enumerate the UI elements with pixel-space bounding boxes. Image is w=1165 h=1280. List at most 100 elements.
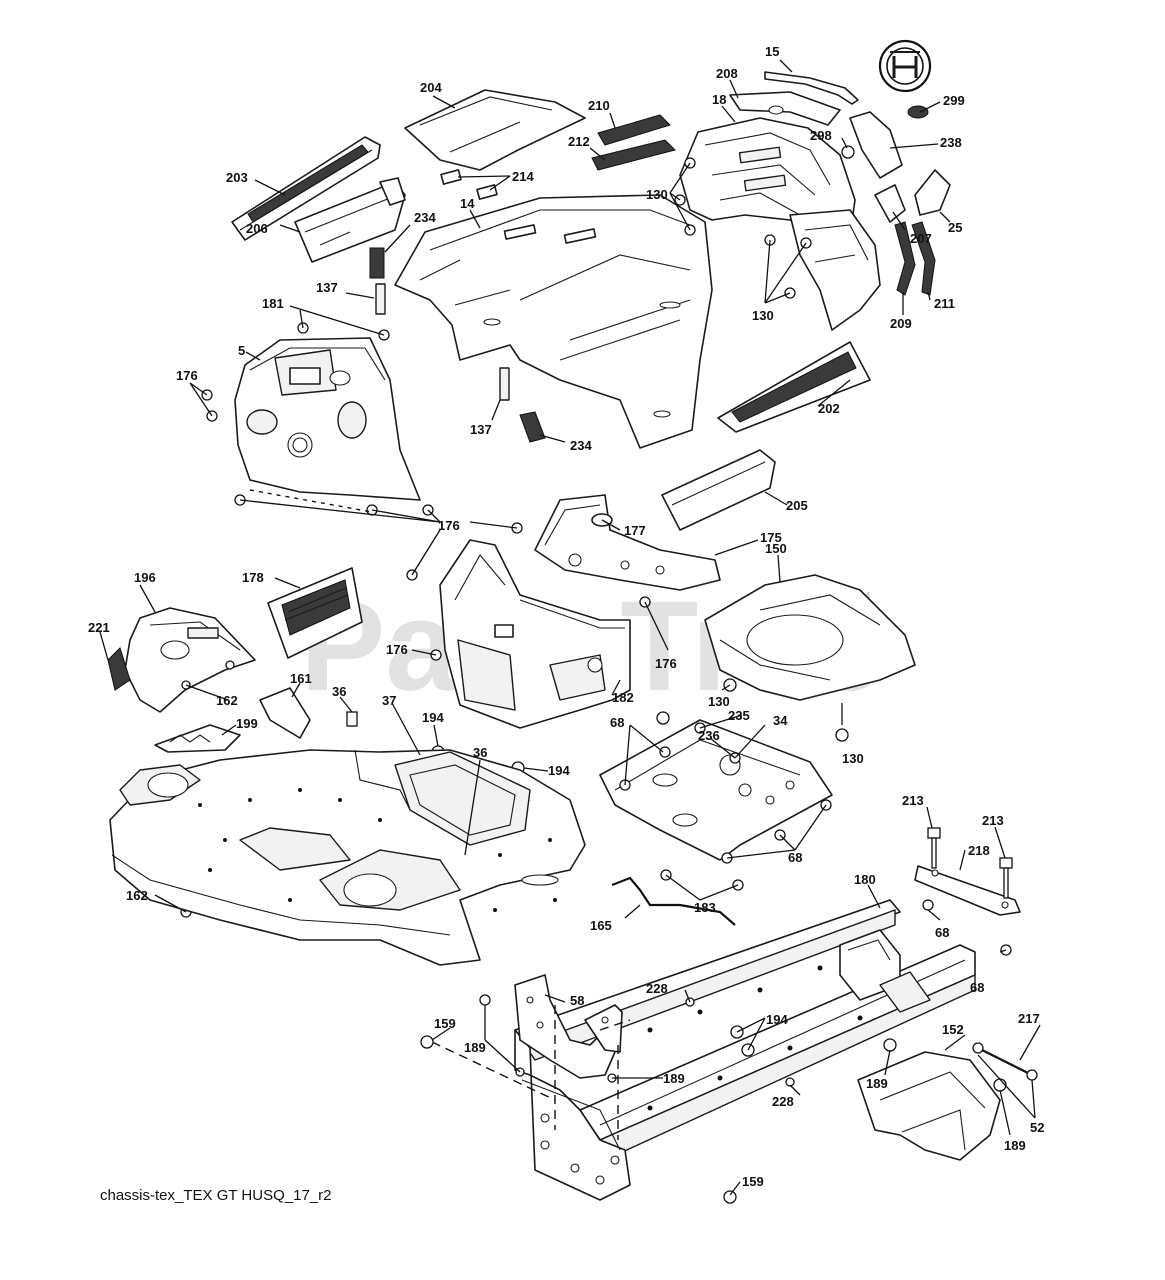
callout-238: 238 bbox=[940, 135, 962, 150]
callout-196: 196 bbox=[134, 570, 156, 585]
callout-176-d: 176 bbox=[655, 656, 677, 671]
part-212-grille bbox=[591, 139, 676, 171]
callout-176-c: 176 bbox=[386, 642, 408, 657]
diagram-caption: chassis-tex_TEX GT HUSQ_17_r2 bbox=[100, 1187, 331, 1204]
part-221-decal bbox=[107, 647, 131, 691]
part-150-cover bbox=[704, 574, 916, 701]
part-5-dash bbox=[234, 337, 421, 501]
part-218-bracket bbox=[914, 865, 1021, 916]
callout-14: 14 bbox=[460, 196, 475, 211]
callout-36-b: 36 bbox=[473, 745, 487, 760]
callout-150: 150 bbox=[765, 541, 787, 556]
callout-209: 209 bbox=[890, 316, 912, 331]
callout-175: 175 bbox=[760, 530, 782, 545]
callout-189-d: 189 bbox=[1004, 1138, 1026, 1153]
part-182-console bbox=[439, 539, 631, 729]
part-204-top-cover bbox=[404, 89, 586, 171]
part-205-panel bbox=[661, 449, 776, 531]
callout-221: 221 bbox=[88, 620, 110, 635]
callout-159-b: 159 bbox=[742, 1174, 764, 1189]
callout-36-a: 36 bbox=[332, 684, 346, 699]
part-137-strip-b bbox=[499, 367, 510, 401]
callout-181: 181 bbox=[262, 296, 284, 311]
callout-180: 180 bbox=[854, 872, 876, 887]
part-196-cover bbox=[124, 607, 256, 713]
callout-labels: 15 204 208 299 18 210 298 238 212 203 21… bbox=[88, 44, 1044, 1189]
callout-165: 165 bbox=[590, 918, 612, 933]
callout-130-d: 130 bbox=[842, 751, 864, 766]
part-165-rod bbox=[611, 876, 736, 926]
callout-58: 58 bbox=[570, 993, 584, 1008]
callout-298: 298 bbox=[810, 128, 832, 143]
callout-189-a: 189 bbox=[464, 1040, 486, 1055]
part-234-decal-a bbox=[369, 247, 385, 279]
part-15-trim bbox=[764, 71, 859, 105]
callout-68-c: 68 bbox=[788, 850, 802, 865]
callout-208: 208 bbox=[716, 66, 738, 81]
callout-205: 205 bbox=[786, 498, 808, 513]
callout-178: 178 bbox=[242, 570, 264, 585]
callout-176-a: 176 bbox=[176, 368, 198, 383]
callout-5: 5 bbox=[238, 343, 245, 358]
part-175-bracket bbox=[534, 494, 721, 591]
part-37-fender-deck bbox=[109, 749, 586, 966]
callout-214: 214 bbox=[512, 169, 534, 184]
part-206-bracket bbox=[294, 177, 406, 263]
callout-68-b: 68 bbox=[935, 925, 949, 940]
part-14-hood bbox=[394, 194, 713, 449]
callout-189-c: 189 bbox=[866, 1076, 888, 1091]
part-161-bracket bbox=[259, 687, 311, 739]
grommets-181 bbox=[297, 322, 390, 341]
part-208-panel bbox=[729, 91, 841, 126]
callout-162-a: 162 bbox=[216, 693, 238, 708]
callout-130-c: 130 bbox=[708, 694, 730, 709]
callout-199: 199 bbox=[236, 716, 258, 731]
callout-228-b: 228 bbox=[772, 1094, 794, 1109]
part-217-rod bbox=[972, 1042, 1038, 1081]
part-202-front-grille bbox=[717, 341, 871, 433]
callout-159-a: 159 bbox=[434, 1016, 456, 1031]
part-25-lens bbox=[914, 169, 951, 216]
part-199-plate bbox=[154, 724, 241, 753]
callout-235: 235 bbox=[728, 708, 750, 723]
callout-130-a: 130 bbox=[646, 187, 668, 202]
callout-68-a: 68 bbox=[610, 715, 624, 730]
callout-161: 161 bbox=[290, 671, 312, 686]
callout-234-a: 234 bbox=[414, 210, 436, 225]
part-rear-frame-box bbox=[514, 1029, 631, 1201]
callout-34: 34 bbox=[773, 713, 788, 728]
part-298-grommet bbox=[841, 145, 855, 159]
callout-194-b: 194 bbox=[548, 763, 570, 778]
callout-228-a: 228 bbox=[646, 981, 668, 996]
callout-137-b: 137 bbox=[470, 422, 492, 437]
callout-183: 183 bbox=[694, 900, 716, 915]
part-178-grille-plate bbox=[267, 567, 363, 659]
part-34-plate bbox=[599, 719, 833, 861]
callout-52: 52 bbox=[1030, 1120, 1044, 1135]
callout-177: 177 bbox=[624, 523, 646, 538]
callout-217: 217 bbox=[1018, 1011, 1040, 1026]
callout-176-b: 176 bbox=[438, 518, 460, 533]
part-234-decal-b bbox=[519, 411, 546, 443]
part-152-cover bbox=[857, 1051, 1001, 1161]
part-299-badge bbox=[907, 105, 929, 119]
callout-218: 218 bbox=[968, 843, 990, 858]
part-238-side-trim bbox=[849, 111, 903, 179]
callout-207: 207 bbox=[910, 231, 932, 246]
part-18-front-shell bbox=[679, 117, 856, 239]
husqvarna-logo bbox=[878, 39, 932, 93]
callout-213-a: 213 bbox=[902, 793, 924, 808]
callout-15: 15 bbox=[765, 44, 779, 59]
callout-211: 211 bbox=[934, 296, 955, 311]
part-side-panel-right bbox=[789, 209, 881, 331]
callout-162-b: 162 bbox=[126, 888, 148, 903]
part-214-clips bbox=[440, 169, 498, 200]
callout-202: 202 bbox=[818, 401, 840, 416]
part-137-strip-a bbox=[375, 283, 386, 315]
part-209-grille bbox=[894, 221, 916, 296]
callout-212: 212 bbox=[568, 134, 590, 149]
callout-189-b: 189 bbox=[663, 1071, 685, 1086]
callout-152: 152 bbox=[942, 1022, 964, 1037]
callout-210: 210 bbox=[588, 98, 610, 113]
